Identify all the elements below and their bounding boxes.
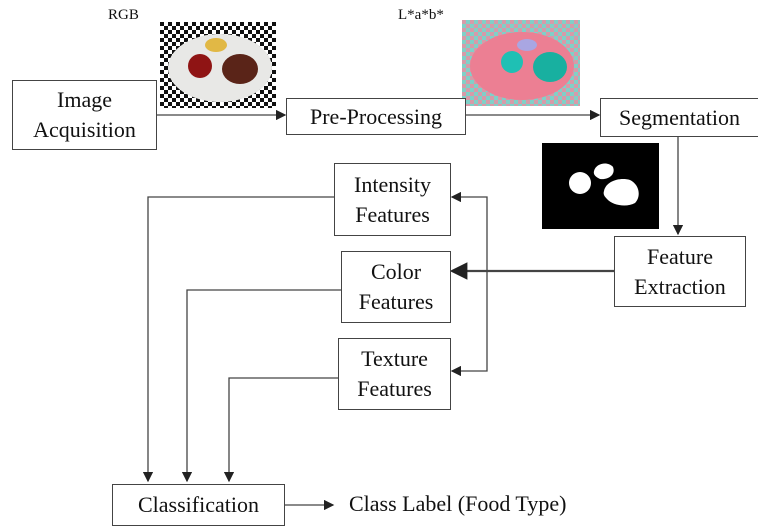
feature-extraction-box: Feature Extraction [614, 236, 746, 307]
segmentation-mask-image [542, 143, 659, 229]
lab-food-image [462, 20, 580, 106]
rgb-food-image [160, 22, 276, 108]
feature-extraction-line2: Extraction [634, 273, 726, 299]
lab-label: L*a*b* [398, 7, 444, 23]
image-acquisition-line2: Acquisition [33, 117, 136, 142]
texture-features-line1: Texture [361, 346, 428, 371]
image-acquisition-line1: Image [57, 87, 112, 112]
arrow-intensity-to-classification [142, 196, 334, 483]
color-features-line1: Color [370, 259, 422, 284]
classification-label: Classification [138, 492, 259, 517]
intensity-features-line2: Features [355, 201, 430, 227]
intensity-features-box: Intensity Features [334, 163, 451, 236]
color-features-line2: Features [358, 289, 434, 314]
rgb-label: RGB [108, 7, 139, 23]
classification-box: Classification [112, 484, 285, 526]
class-label-output: Class Label (Food Type) [349, 491, 567, 516]
texture-features-box: Texture Features [338, 338, 451, 410]
color-features-box: Color Features [341, 251, 451, 323]
image-acquisition-box: Image Acquisition [12, 80, 157, 150]
arrow-to-texture [450, 271, 488, 377]
feature-extraction-line1: Feature [647, 243, 713, 269]
arrow-texture-to-classification [223, 377, 338, 483]
segmentation-box: Segmentation [600, 98, 758, 137]
arrow-to-intensity [450, 191, 488, 271]
intensity-features-line1: Intensity [354, 171, 431, 197]
segmentation-label: Segmentation [619, 104, 740, 130]
pre-processing-label: Pre-Processing [310, 103, 442, 129]
texture-features-line2: Features [357, 376, 432, 401]
pre-processing-box: Pre-Processing [286, 98, 466, 135]
arrow-color-to-classification [181, 289, 341, 483]
